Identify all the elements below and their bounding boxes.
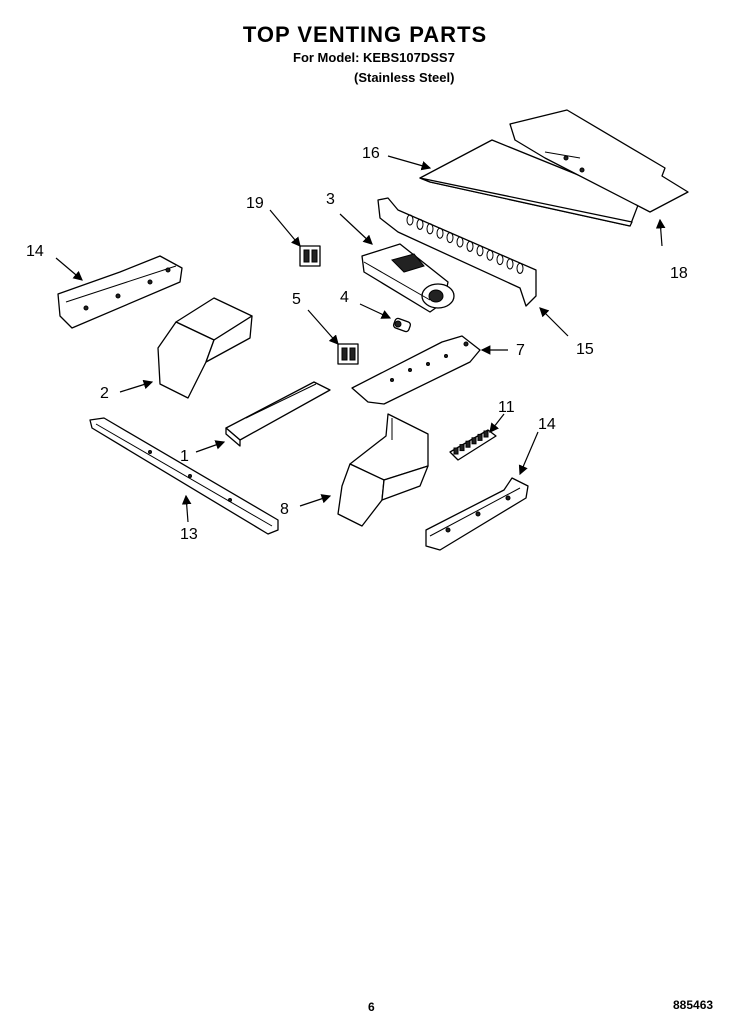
arrow-13 bbox=[181, 494, 192, 523]
model-line: For Model: KEBS107DSS7 bbox=[293, 50, 455, 65]
callout-7: 7 bbox=[516, 342, 525, 359]
callout-19: 19 bbox=[246, 195, 264, 212]
part-4-connector bbox=[392, 317, 412, 333]
arrow-19 bbox=[269, 209, 301, 247]
arrow-15 bbox=[539, 307, 569, 337]
terminal-pin bbox=[483, 430, 489, 438]
callout-4: 4 bbox=[340, 289, 349, 306]
callout-5: 5 bbox=[292, 291, 301, 308]
arrow-16 bbox=[387, 155, 432, 171]
callout-8: 8 bbox=[280, 501, 289, 518]
callout-2: 2 bbox=[100, 385, 109, 402]
callout-14-left: 14 bbox=[26, 243, 44, 260]
callout-16: 16 bbox=[362, 145, 380, 162]
callout-3: 3 bbox=[326, 191, 335, 208]
arrow-1 bbox=[195, 440, 226, 453]
arrow-14b bbox=[518, 431, 539, 476]
terminal-pin bbox=[477, 433, 483, 441]
arrow-11 bbox=[489, 413, 505, 433]
part-14-left-bracket bbox=[57, 255, 183, 329]
part-5-switch bbox=[337, 343, 359, 365]
document-code: 885463 bbox=[673, 998, 714, 1012]
bracket-slot bbox=[406, 214, 414, 226]
part-14-right-bracket bbox=[425, 477, 529, 551]
bracket-slot bbox=[496, 254, 504, 266]
arrow-14a bbox=[55, 257, 83, 281]
bracket-slot bbox=[436, 227, 444, 239]
bracket-slot bbox=[476, 245, 484, 257]
bracket-slot bbox=[416, 218, 424, 230]
bracket-slot bbox=[466, 240, 474, 252]
part-3-motor-assembly bbox=[361, 243, 455, 313]
terminal-pin bbox=[465, 440, 471, 448]
arrow-2 bbox=[119, 379, 154, 393]
bracket-slot bbox=[516, 262, 524, 274]
terminal-pin bbox=[459, 444, 465, 452]
arrow-4 bbox=[359, 303, 392, 319]
terminal-pin bbox=[453, 447, 459, 455]
part-16-panel bbox=[419, 139, 641, 227]
callout-labels: 16 18 15 3 19 14 4 5 7 2 1 11 14 8 13 bbox=[26, 145, 688, 543]
part-1-vent-bar bbox=[225, 381, 331, 447]
part-7-plate bbox=[351, 335, 481, 405]
arrow-5 bbox=[307, 309, 339, 345]
material-line: (Stainless Steel) bbox=[354, 70, 455, 85]
callout-1: 1 bbox=[180, 448, 189, 465]
leader-arrows bbox=[55, 155, 666, 523]
part-19-switch bbox=[299, 245, 321, 267]
part-8-housing bbox=[337, 413, 429, 527]
page-number: 6 bbox=[368, 1000, 375, 1014]
part-11-terminal-block bbox=[449, 429, 497, 461]
page-title: TOP VENTING PARTS bbox=[242, 22, 488, 47]
callout-18: 18 bbox=[670, 265, 688, 282]
arrow-18 bbox=[655, 218, 666, 247]
bracket-slot bbox=[506, 258, 514, 270]
part-2-duct bbox=[157, 297, 253, 399]
terminal-pin bbox=[471, 437, 477, 445]
bracket-slot bbox=[426, 223, 434, 235]
callout-13: 13 bbox=[180, 526, 198, 543]
callout-11: 11 bbox=[498, 399, 515, 416]
bracket-slot bbox=[456, 236, 464, 248]
callout-14-right: 14 bbox=[538, 416, 556, 433]
bracket-slot bbox=[446, 232, 454, 244]
bracket-slot bbox=[486, 249, 494, 261]
part-15-bracket bbox=[377, 197, 537, 307]
part-18-panel bbox=[509, 109, 689, 213]
arrow-3 bbox=[339, 213, 373, 245]
arrow-8 bbox=[299, 494, 332, 507]
part-13-rail bbox=[89, 417, 279, 535]
callout-15: 15 bbox=[576, 341, 594, 358]
